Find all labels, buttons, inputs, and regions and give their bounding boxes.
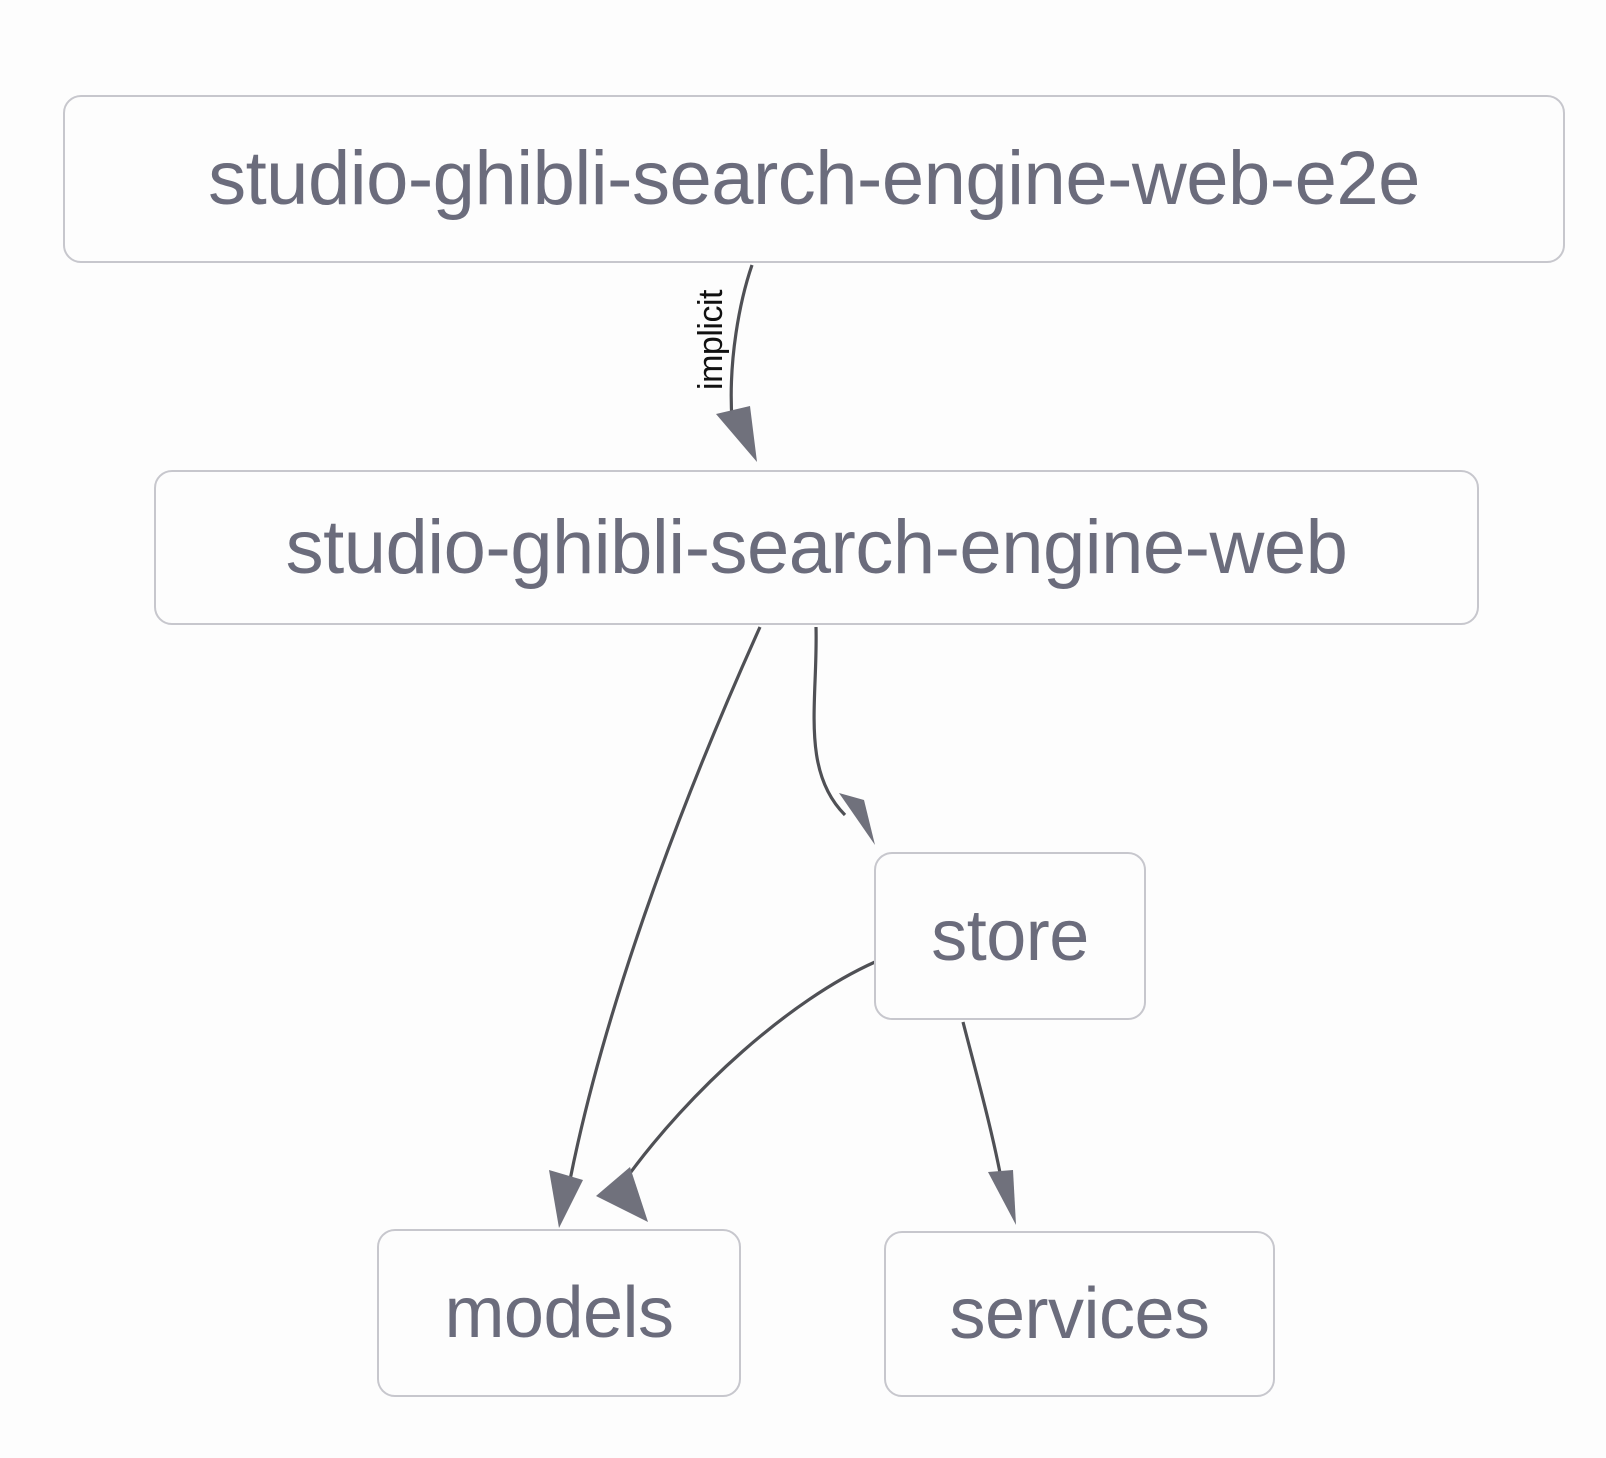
edge-web-to-models <box>549 626 762 1228</box>
node-services[interactable]: services <box>884 1231 1275 1397</box>
node-store[interactable]: store <box>874 852 1146 1020</box>
edge-web-to-store-arrowhead <box>839 793 875 845</box>
node-models[interactable]: models <box>377 1229 741 1397</box>
edge-label-implicit: implicit <box>692 289 730 390</box>
edge-e2e-to-web-path <box>729 264 754 421</box>
edge-e2e-to-web-arrowhead <box>716 406 757 462</box>
edge-store-to-services <box>961 1021 1016 1225</box>
edge-store-to-models <box>596 960 876 1222</box>
edge-web-to-store <box>812 626 875 845</box>
edge-store-to-services-path <box>961 1021 1004 1184</box>
node-label-services: services <box>949 1274 1210 1354</box>
edge-store-to-models-path <box>623 960 876 1181</box>
node-label-e2e: studio-ghibli-search-engine-web-e2e <box>208 136 1420 221</box>
edge-e2e-to-web: implicit <box>692 264 757 462</box>
node-label-store: store <box>931 896 1089 976</box>
node-studio-ghibli-search-engine-web-e2e[interactable]: studio-ghibli-search-engine-web-e2e <box>63 95 1565 263</box>
edge-web-to-models-path <box>568 626 762 1181</box>
node-studio-ghibli-search-engine-web[interactable]: studio-ghibli-search-engine-web <box>154 470 1479 625</box>
edge-web-to-store-path <box>812 626 847 817</box>
node-label-web: studio-ghibli-search-engine-web <box>285 504 1348 590</box>
node-label-models: models <box>444 1273 674 1353</box>
edge-store-to-services-arrowhead <box>988 1170 1016 1225</box>
edge-web-to-models-arrowhead <box>549 1170 583 1228</box>
edge-store-to-models-arrowhead <box>596 1167 648 1222</box>
